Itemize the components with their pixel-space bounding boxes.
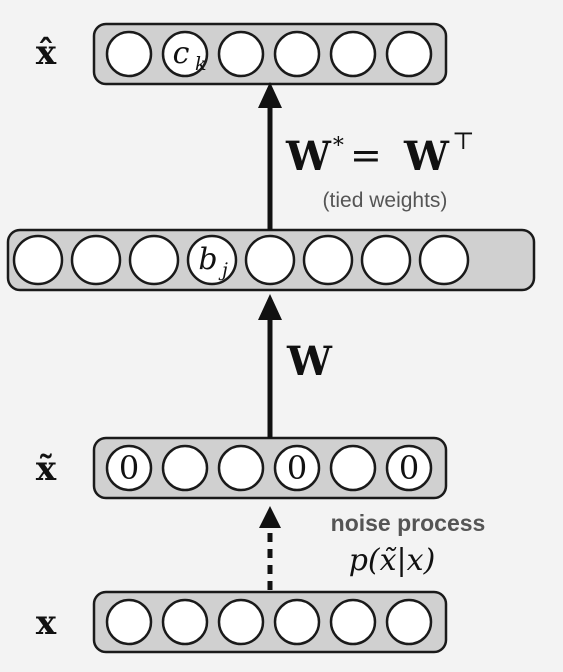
corrupted-unit — [217, 444, 265, 492]
input-unit — [161, 598, 209, 646]
output-unit-label: c — [173, 36, 190, 71]
hidden-unit — [418, 234, 470, 286]
decoder-arrow — [258, 82, 282, 230]
hidden-unit — [70, 234, 122, 286]
hidden-unit — [12, 234, 64, 286]
input-unit — [273, 598, 321, 646]
star-superscript: ∗ — [331, 129, 346, 154]
corrupted-unit-label: 0 — [119, 449, 139, 487]
input-unit — [385, 598, 433, 646]
encoder-arrow — [258, 294, 282, 438]
label-x-tilde: x̃ — [36, 449, 57, 489]
label-x: x — [36, 603, 57, 643]
hidden-unit — [128, 234, 180, 286]
output-unit — [105, 30, 153, 78]
tied-weights-caption: (tied weights) — [323, 189, 448, 212]
hidden-unit-subscript: j — [218, 259, 228, 281]
equals-sign: = — [350, 133, 382, 177]
hidden-unit — [360, 234, 412, 286]
w-label: W — [286, 338, 333, 385]
output-unit-subscript: k — [195, 53, 207, 75]
hidden-unit — [302, 234, 354, 286]
input-unit — [217, 598, 265, 646]
corrupted-unit-label: 0 — [399, 449, 419, 487]
output-unit — [385, 30, 433, 78]
corrupted-unit — [161, 444, 209, 492]
tied-weights-equation: W ∗ = W ⊤ — [285, 127, 475, 180]
input-unit — [105, 598, 153, 646]
output-unit — [161, 30, 209, 78]
transpose-superscript: ⊤ — [452, 127, 475, 155]
hidden-unit — [186, 234, 238, 286]
label-x-hat: x̂ — [36, 33, 57, 73]
output-unit — [273, 30, 321, 78]
conditional-distribution-label: p(x̃|x) — [349, 543, 436, 578]
hidden-unit-label: b — [198, 242, 217, 277]
input-layer — [92, 590, 448, 654]
corrupted-input-layer: 0 0 0 — [92, 436, 448, 500]
hidden-unit — [244, 234, 296, 286]
noise-process-label: noise process — [331, 510, 486, 536]
output-unit — [329, 30, 377, 78]
w-transpose-symbol: W — [403, 133, 450, 180]
corrupted-unit — [329, 444, 377, 492]
corrupted-unit — [385, 444, 433, 492]
noise-arrow — [259, 506, 281, 590]
corrupted-unit-label: 0 — [287, 449, 307, 487]
corrupted-unit — [105, 444, 153, 492]
corrupted-unit — [273, 444, 321, 492]
input-unit — [329, 598, 377, 646]
w-star-symbol: W — [285, 133, 332, 180]
output-unit — [217, 30, 265, 78]
